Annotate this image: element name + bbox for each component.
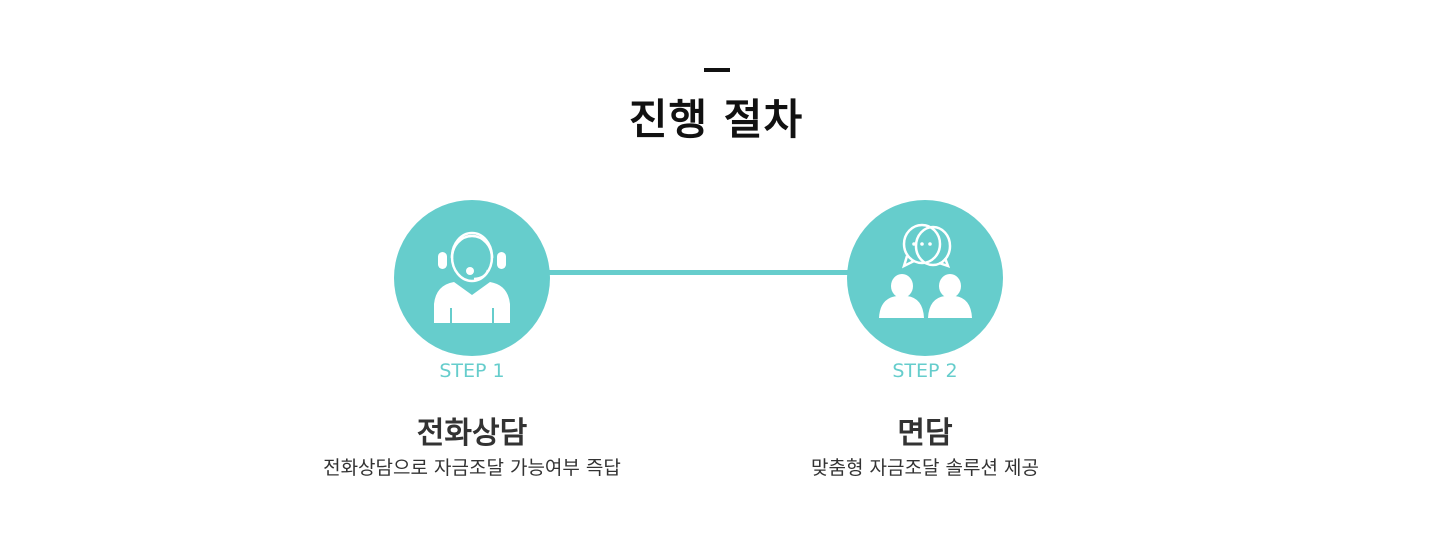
meeting-chat-icon [879, 223, 972, 318]
step-2-name: 면담 [897, 416, 953, 451]
step-1-circle [394, 200, 550, 356]
step-1-description: 전화상담으로 자금조달 가능여부 즉답 [323, 457, 621, 479]
step-1-name: 전화상담 [416, 416, 528, 451]
step-2-label: STEP 2 [892, 360, 958, 382]
page-title: 진행 절차 [628, 95, 804, 144]
step-2-description: 맞춤형 자금조달 솔루션 제공 [811, 457, 1039, 479]
step-2-circle [847, 200, 1003, 356]
step-connector-line [548, 270, 850, 275]
headset-operator-icon [434, 231, 510, 323]
title-dash-decoration [704, 68, 730, 72]
step-1-label: STEP 1 [439, 360, 505, 382]
